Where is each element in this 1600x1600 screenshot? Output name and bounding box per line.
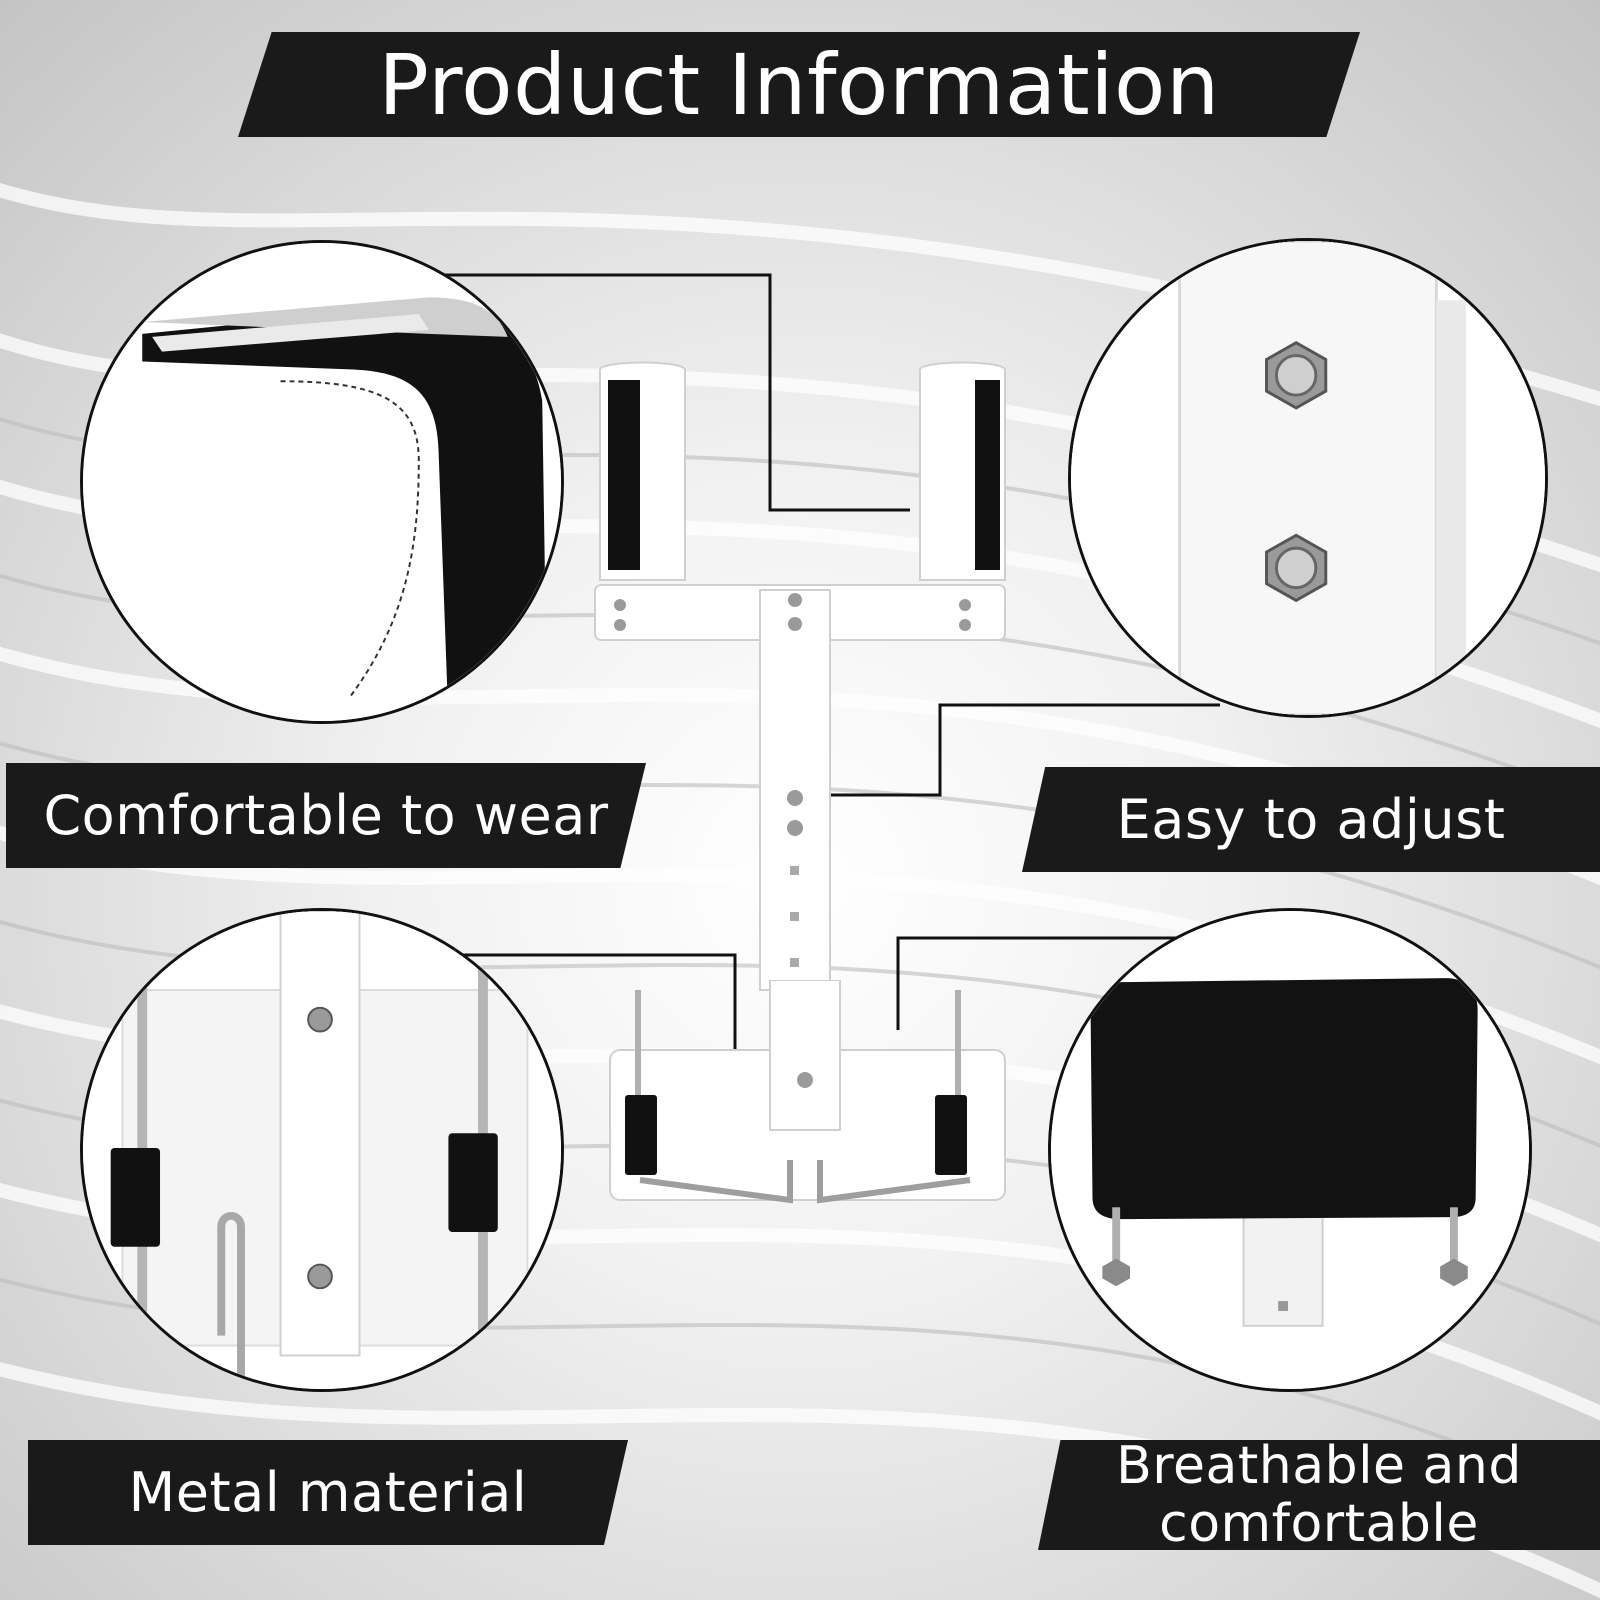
- feature-label-comfortable: Comfortable to wear: [6, 763, 646, 868]
- metal-frame-detail-circle: [80, 908, 564, 1392]
- metal-frame-detail-icon: [83, 911, 561, 1389]
- feature-label-metal: Metal material: [28, 1440, 628, 1545]
- back-pad-detail-circle: [1048, 908, 1532, 1392]
- adjustment-bolts-detail-icon: [1071, 241, 1545, 715]
- adjustment-bolts-detail-circle: [1068, 238, 1548, 718]
- feature-label-breathable-line1: Breathable and: [1116, 1436, 1522, 1496]
- drum-carrier-bracket-icon: [609, 980, 1006, 1204]
- feature-label-adjust: Easy to adjust: [1022, 767, 1600, 872]
- shoulder-pad-detail-icon: [83, 243, 561, 721]
- drum-carrier-product-icon: [594, 361, 1006, 991]
- page-title: Product Information: [238, 32, 1360, 137]
- shoulder-pad-detail-circle: [80, 240, 564, 724]
- back-pad-detail-icon: [1051, 911, 1529, 1389]
- feature-label-breathable: Breathable and comfortable: [1038, 1440, 1600, 1550]
- feature-label-breathable-line2: comfortable: [1159, 1494, 1479, 1554]
